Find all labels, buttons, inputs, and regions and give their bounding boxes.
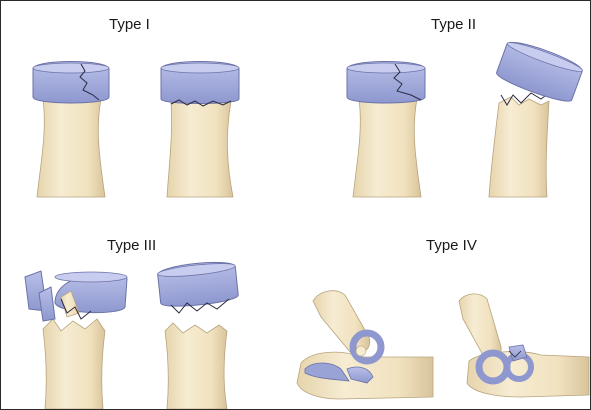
type-ii-bone-left: [347, 62, 425, 198]
type-ii-bone-right: [489, 37, 585, 197]
type-iv-elbow-right: [459, 294, 589, 397]
type-iv-elbow-left: [297, 291, 433, 399]
type-iii-bone-right: [157, 259, 239, 409]
type-iii-bone-left: [25, 271, 127, 409]
type-i-bone-left: [33, 62, 109, 198]
type-i-bone-right: [161, 62, 239, 198]
